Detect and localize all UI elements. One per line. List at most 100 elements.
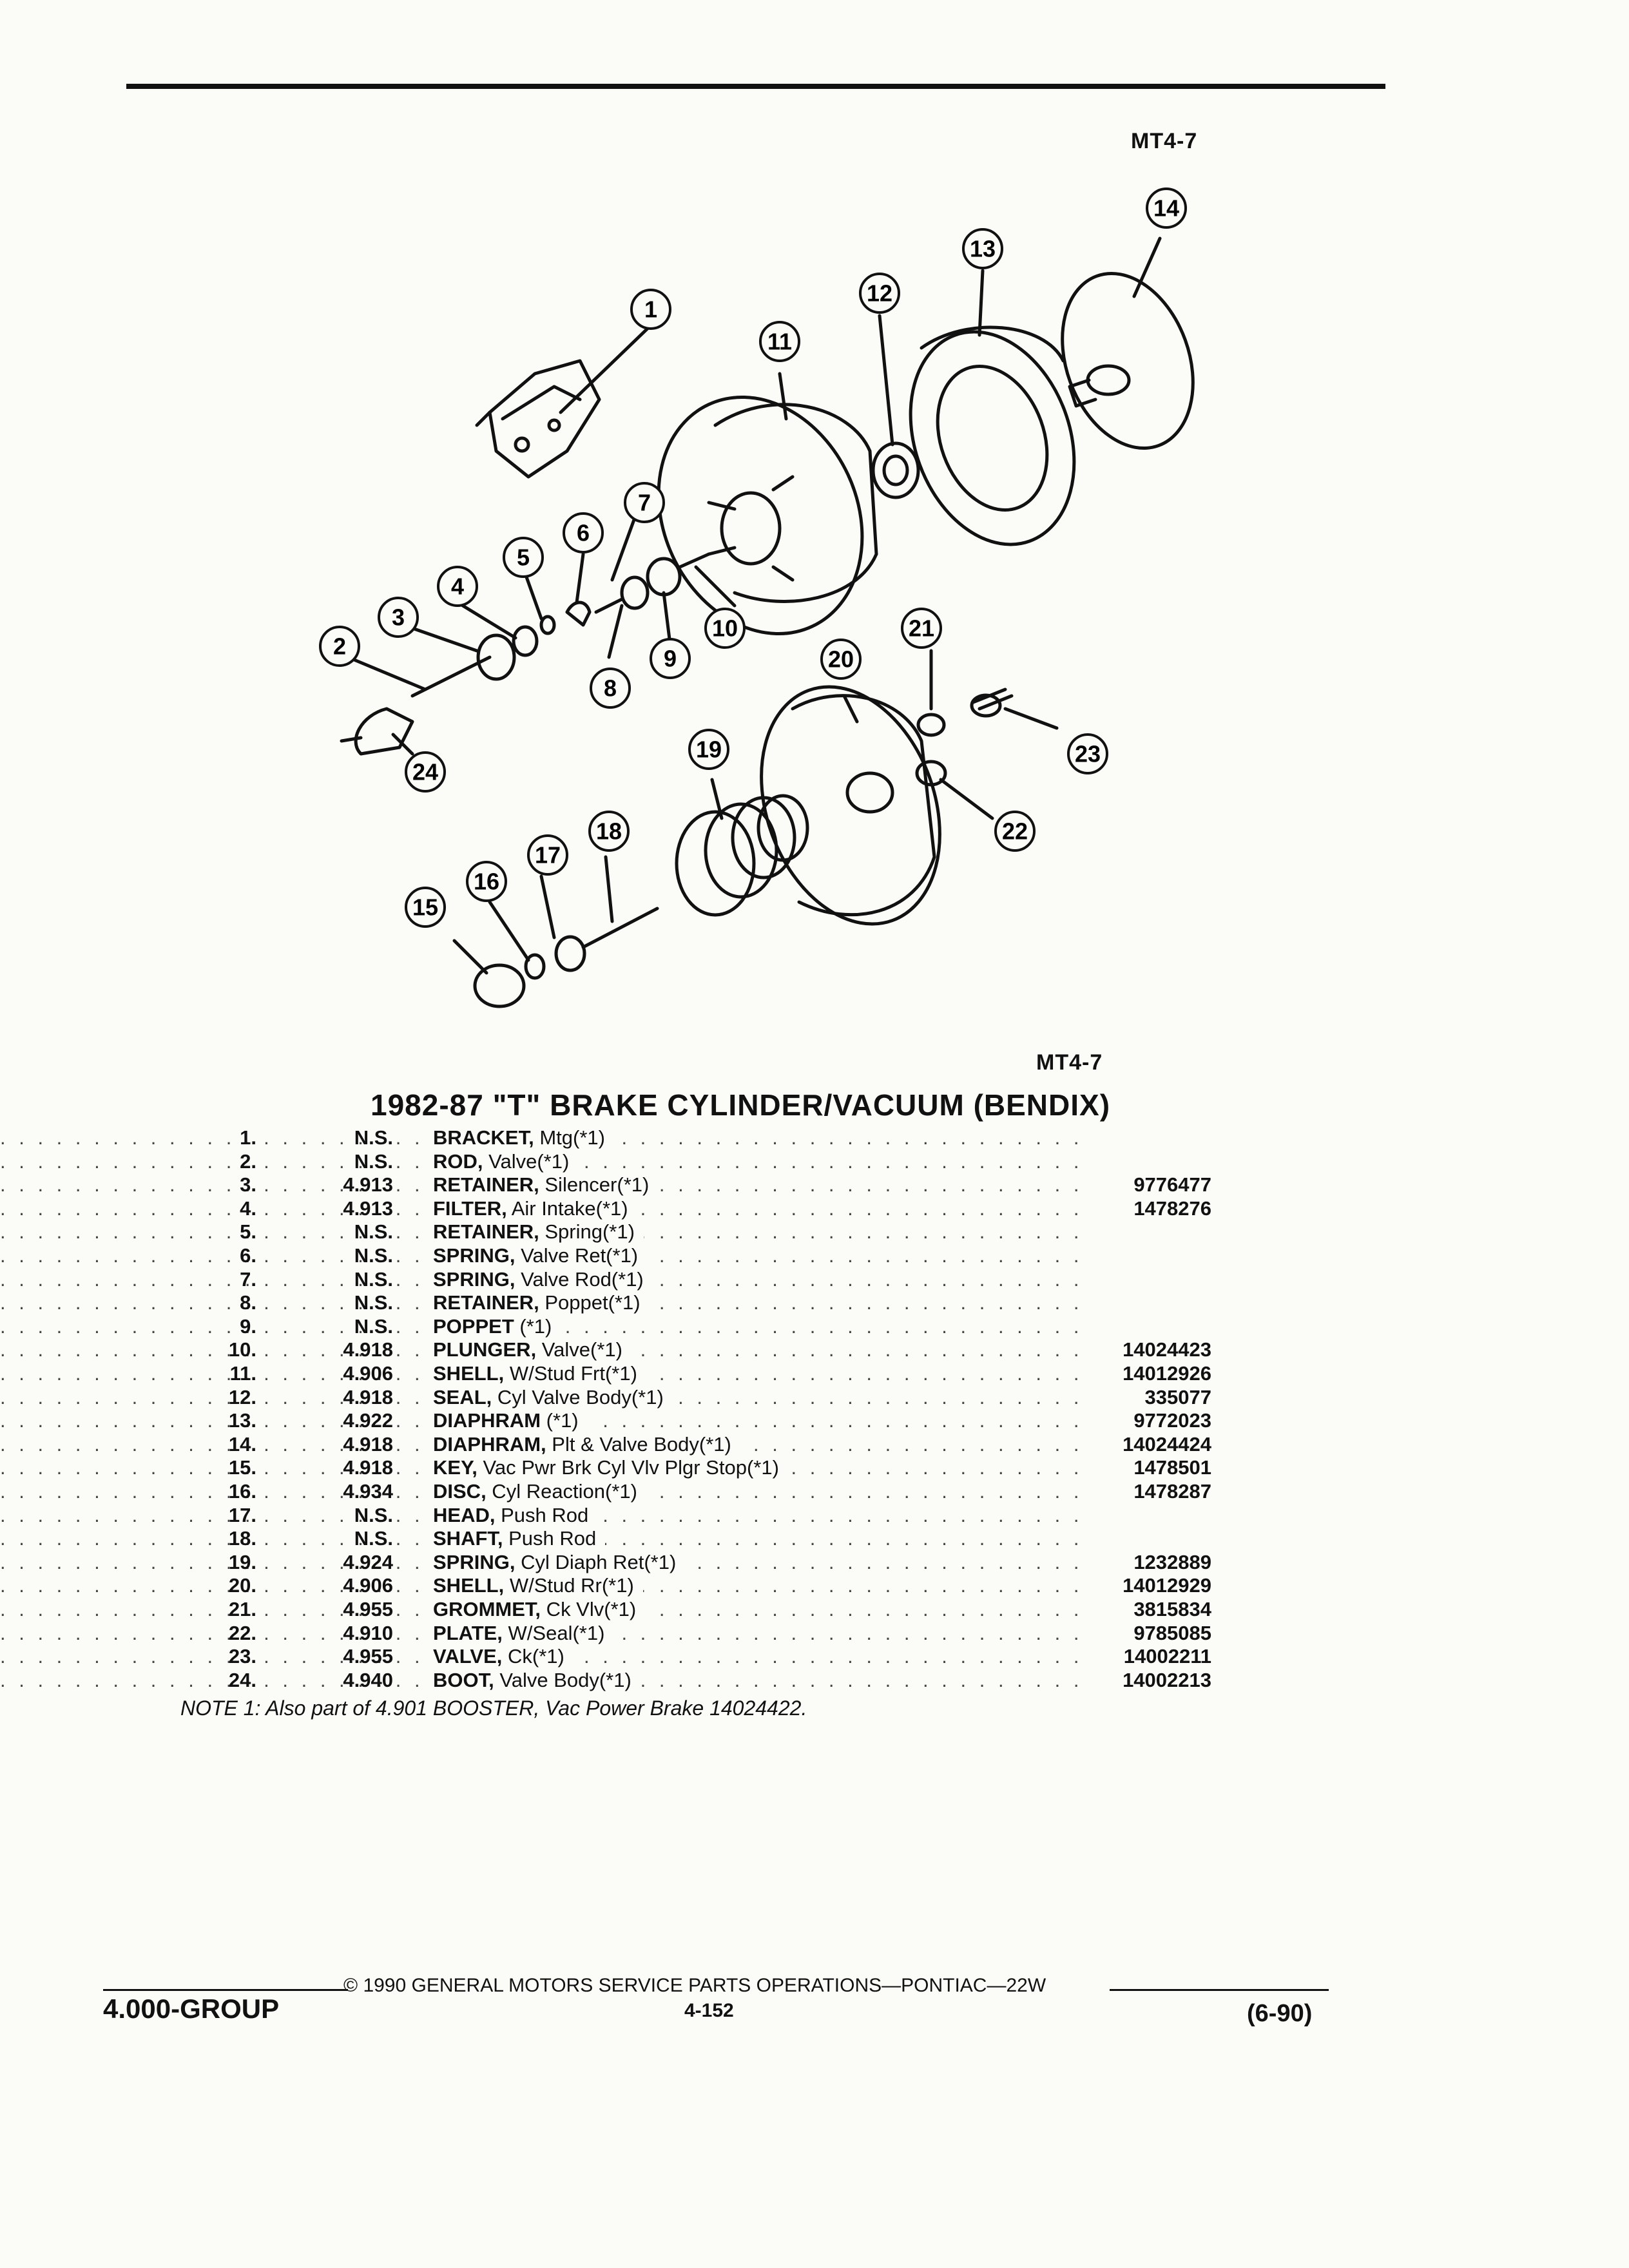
- callout-label-21: 21: [909, 615, 934, 642]
- part-detail: Vac Pwr Brk Cyl Vlv Plgr Stop(*1): [477, 1456, 779, 1479]
- part-description: ROD, Valve(*1): [433, 1149, 579, 1173]
- callout-label-20: 20: [828, 646, 854, 673]
- part-detail: W/Seal(*1): [502, 1621, 605, 1644]
- footer-rule-right: [1110, 1989, 1329, 1991]
- parts-row: . . . . . . . . . . . . . . . . . . . . …: [0, 1267, 1629, 1291]
- part-name: POPPET: [433, 1314, 514, 1338]
- figure-code-top: MT4-7: [1131, 129, 1198, 153]
- footer-copyright: © 1990 GENERAL MOTORS SERVICE PARTS OPER…: [343, 1975, 1046, 1996]
- part-number: 1232889: [1133, 1550, 1211, 1573]
- callout-19: [688, 729, 729, 770]
- part-name: KEY,: [433, 1456, 477, 1479]
- item-number: 5.: [240, 1220, 256, 1244]
- part-bracket: [475, 359, 601, 479]
- part-description: KEY, Vac Pwr Brk Cyl Vlv Plgr Stop(*1): [433, 1456, 788, 1480]
- parts-row: . . . . . . . . . . . . . . . . . . . . …: [0, 1173, 1629, 1197]
- group-number: 4.918: [343, 1385, 393, 1408]
- part-description: RETAINER, Silencer(*1): [433, 1173, 659, 1197]
- callout-22: [994, 811, 1036, 852]
- group-number: 4.913: [343, 1196, 393, 1220]
- callout-15: [405, 887, 446, 928]
- callout-label-1: 1: [644, 296, 657, 323]
- callout-16: [466, 861, 507, 902]
- parts-row: . . . . . . . . . . . . . . . . . . . . …: [0, 1291, 1629, 1315]
- part-description: SPRING, Valve Rod(*1): [433, 1267, 653, 1291]
- part-front-shell: [657, 396, 878, 635]
- part-number: 14002213: [1123, 1668, 1211, 1691]
- callout-numbers: 1 2 3 4 5 6 7 8 9 10 11 12 13 14 15 16 1…: [333, 195, 1179, 921]
- part-detail: Cyl Valve Body(*1): [492, 1385, 664, 1408]
- item-number: 23.: [228, 1645, 256, 1668]
- part-detail: Plt & Valve Body(*1): [546, 1432, 731, 1456]
- part-description: BOOT, Valve Body(*1): [433, 1668, 641, 1692]
- part-detail: W/Stud Frt(*1): [504, 1362, 637, 1385]
- part-name: PLUNGER,: [433, 1338, 537, 1361]
- callout-12: [859, 273, 900, 314]
- group-number: N.S.: [354, 1267, 393, 1291]
- parts-row: . . . . . . . . . . . . . . . . . . . . …: [0, 1432, 1629, 1456]
- part-name: VALVE,: [433, 1645, 503, 1668]
- parts-row: . . . . . . . . . . . . . . . . . . . . …: [0, 1314, 1629, 1338]
- callout-2: [319, 626, 360, 667]
- callout-3: [378, 597, 419, 638]
- parts-row: . . . . . . . . . . . . . . . . . . . . …: [0, 1338, 1629, 1362]
- top-rule: [126, 84, 1385, 89]
- part-name: SHELL,: [433, 1362, 505, 1385]
- part-detail: Spring(*1): [539, 1220, 635, 1244]
- part-description: VALVE, Ck(*1): [433, 1645, 574, 1669]
- part-description: SHELL, W/Stud Rr(*1): [433, 1574, 643, 1598]
- group-number: 4.910: [343, 1621, 393, 1644]
- part-number: 335077: [1144, 1385, 1211, 1408]
- callout-label-3: 3: [392, 604, 405, 631]
- part-name: DIAPHRAM,: [433, 1432, 546, 1456]
- callout-label-9: 9: [664, 646, 677, 672]
- footer-group: 4.000-GROUP: [103, 1994, 280, 2024]
- item-number: 20.: [228, 1574, 256, 1597]
- callout-label-8: 8: [604, 675, 617, 702]
- group-number: N.S.: [354, 1291, 393, 1314]
- parts-row: . . . . . . . . . . . . . . . . . . . . …: [0, 1480, 1629, 1503]
- group-number: N.S.: [354, 1314, 393, 1338]
- part-diaphragm: [909, 325, 1076, 546]
- parts-row: . . . . . . . . . . . . . . . . . . . . …: [0, 1645, 1629, 1669]
- part-name: DIAPHRAM: [433, 1409, 541, 1432]
- item-number: 18.: [228, 1527, 256, 1550]
- group-number: 4.918: [343, 1456, 393, 1479]
- part-number: 14012929: [1123, 1574, 1211, 1597]
- parts-row: . . . . . . . . . . . . . . . . . . . . …: [0, 1220, 1629, 1244]
- parts-row: . . . . . . . . . . . . . . . . . . . . …: [0, 1409, 1629, 1433]
- item-number: 24.: [228, 1668, 256, 1691]
- callout-1: [630, 289, 671, 330]
- footer-page-number: 4-152: [684, 2000, 734, 2021]
- parts-row: . . . . . . . . . . . . . . . . . . . . …: [0, 1149, 1629, 1173]
- part-name: SHAFT,: [433, 1527, 503, 1550]
- group-number: 4.918: [343, 1432, 393, 1456]
- group-number: 4.940: [343, 1668, 393, 1691]
- callout-circles: [319, 187, 1187, 928]
- callout-13: [962, 228, 1003, 269]
- item-number: 11.: [229, 1362, 256, 1385]
- part-description: SHELL, W/Stud Frt(*1): [433, 1362, 646, 1385]
- callout-label-13: 13: [970, 236, 996, 262]
- callout-label-23: 23: [1075, 741, 1101, 767]
- part-detail: Valve Ret(*1): [515, 1244, 639, 1267]
- part-number: 14012926: [1123, 1362, 1211, 1385]
- part-name: ROD,: [433, 1149, 483, 1173]
- callout-10: [704, 608, 746, 649]
- group-number: N.S.: [354, 1126, 393, 1149]
- part-name: DISC,: [433, 1480, 487, 1503]
- part-name: RETAINER,: [433, 1220, 539, 1244]
- parts-row: . . . . . . . . . . . . . . . . . . . . …: [0, 1527, 1629, 1551]
- page-title: 1982-87 "T" BRAKE CYLINDER/VACUUM (BENDI…: [371, 1088, 1111, 1122]
- part-detail: Valve(*1): [483, 1149, 570, 1173]
- part-number: 14002211: [1123, 1645, 1211, 1668]
- item-number: 14.: [228, 1432, 256, 1456]
- callout-label-16: 16: [474, 869, 499, 895]
- footer-date: (6-90): [1247, 2000, 1313, 2027]
- group-number: N.S.: [354, 1220, 393, 1244]
- item-number: 15.: [228, 1456, 256, 1479]
- callout-14: [1146, 187, 1187, 229]
- part-description: BRACKET, Mtg(*1): [433, 1126, 614, 1149]
- part-detail: (*1): [514, 1314, 552, 1338]
